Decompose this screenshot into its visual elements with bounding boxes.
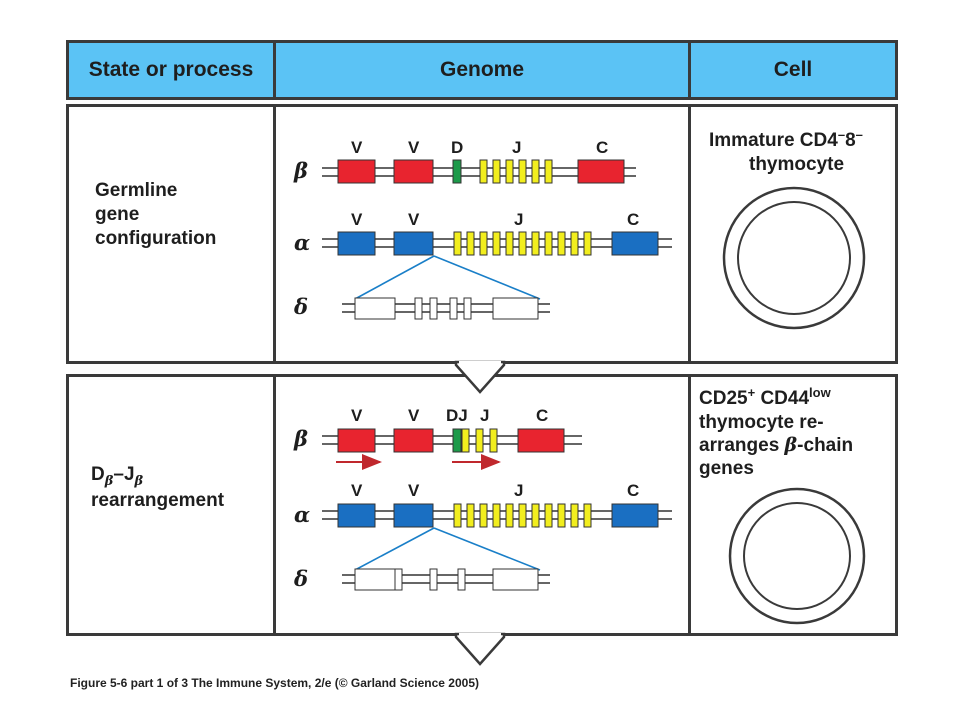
svg-text:C: C [627,210,639,229]
svg-text:C: C [536,406,548,425]
row2-alpha-greek: α [294,502,310,527]
header-state-label: State or process [88,58,254,81]
row2-delta-connector-right [433,527,541,571]
row2-beta-v2 [393,428,434,453]
row2-delta-connector-left [354,527,435,571]
row1-beta-d [452,159,462,184]
row1-delta-locus: δ [293,255,550,320]
row1-alpha-greek: α [294,230,310,255]
row1-alpha-c [611,231,659,256]
header-cell-cell: Cell [688,40,898,100]
row2-beta-c [517,428,565,453]
svg-text:C: C [596,138,608,157]
row2-thymocyte-cell [728,487,866,625]
svg-text:V: V [408,406,420,425]
down-arrow-1 [454,360,506,394]
svg-text:D: D [451,138,463,157]
row1-beta-v1 [337,159,376,184]
svg-text:C: C [627,481,639,500]
header-genome-label: Genome [439,58,525,81]
svg-text:V: V [351,406,363,425]
row1-alpha-locus: α V V J C [294,210,672,256]
header-cell-label: Cell [773,58,813,81]
row2-beta-d [452,428,462,453]
svg-text:J: J [514,481,523,500]
row1-beta-c [577,159,625,184]
svg-text:V: V [351,481,363,500]
svg-text:V: V [351,138,363,157]
row1-state-cell: Germline gene configuration [66,104,276,364]
row2-state-text: Dβ–Jβ rearrangement [91,464,225,511]
svg-text:J: J [480,406,489,425]
row1-delta-connector-right [433,255,541,300]
down-arrow-2 [454,632,506,666]
row1-cell-text: Immature CD4–8– thymocyte [709,127,863,175]
svg-text:J: J [512,138,521,157]
row1-alpha-v1 [337,231,376,256]
row2-alpha-v1 [337,503,376,528]
row1-thymocyte-cell [722,186,866,330]
svg-text:J: J [514,210,523,229]
row1-beta-greek: β [293,158,308,183]
svg-text:V: V [408,481,420,500]
row2-cell-text: CD25+ CD44low thymocyte re- arranges β-c… [699,385,854,479]
row2-beta-v1 [337,428,376,453]
figure-caption: Figure 5-6 part 1 of 3 The Immune System… [70,676,479,690]
header-state-cell: State or process [66,40,276,100]
row1-delta-greek: δ [293,294,308,319]
row2-alpha-v2 [393,503,434,528]
svg-text:DJ: DJ [446,406,468,425]
svg-text:V: V [408,210,420,229]
row2-delta-greek: δ [293,566,308,591]
row2-beta-greek: β [293,426,308,451]
header-genome-cell: Genome [273,40,691,100]
row2-state-cell: Dβ–Jβ rearrangement [66,374,276,636]
svg-text:V: V [351,210,363,229]
svg-text:V: V [408,138,420,157]
row2-alpha-c [611,503,659,528]
row1-alpha-v2 [393,231,434,256]
row1-beta-locus: β V V D J C [293,138,636,184]
row2-beta-locus: β V V DJ J C [293,406,582,470]
row1-beta-v2 [393,159,434,184]
row1-state-text: Germline gene configuration [95,180,217,249]
row2-alpha-locus: α V V J C [294,481,672,528]
row2-delta-locus: δ [293,527,550,591]
row1-delta-connector-left [354,255,435,300]
